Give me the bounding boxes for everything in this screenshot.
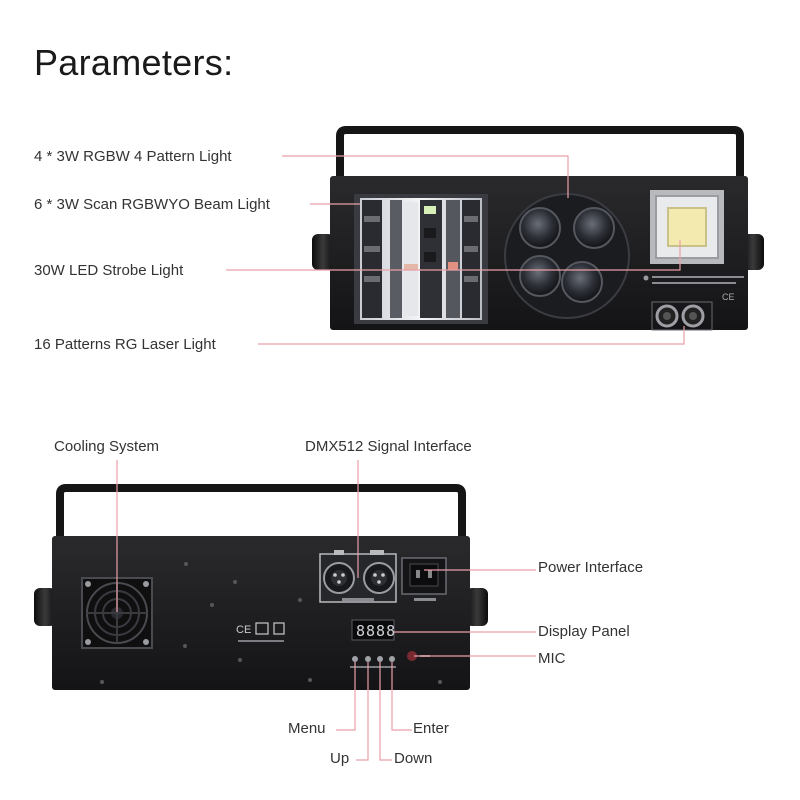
up-button — [365, 656, 371, 662]
ce-mark-back: CE — [236, 624, 251, 636]
front-leader-lines — [226, 155, 685, 345]
label-down: Down — [394, 750, 433, 767]
power-socket — [401, 557, 447, 601]
strobe-light-panel: CE — [643, 190, 744, 302]
label-display-panel: Display Panel — [538, 623, 630, 640]
leader-laser-light — [258, 326, 685, 345]
label-laser-light: 16 Patterns RG Laser Light — [34, 336, 216, 353]
back-screws — [100, 562, 442, 684]
front-handle — [336, 126, 744, 176]
menu-button — [352, 656, 358, 662]
front-view-fixture: CE — [312, 126, 764, 331]
label-dmx-interface: DMX512 Signal Interface — [305, 438, 472, 455]
label-pattern-light: 4 * 3W RGBW 4 Pattern Light — [34, 148, 232, 165]
display-readout: 8888 — [356, 622, 396, 640]
label-menu: Menu — [288, 720, 326, 737]
label-strobe-light: 30W LED Strobe Light — [34, 262, 184, 279]
front-knob-left — [312, 234, 334, 270]
leader-pattern-light — [282, 155, 569, 198]
label-enter: Enter — [413, 720, 449, 737]
pattern-light-panel — [504, 193, 630, 319]
label-beam-light: 6 * 3W Scan RGBWYO Beam Light — [34, 196, 270, 213]
back-knob-left — [34, 588, 56, 626]
mic-hole — [407, 651, 417, 661]
label-cooling-system: Cooling System — [54, 438, 160, 455]
down-button — [377, 656, 383, 662]
beam-light-panel — [354, 194, 488, 324]
back-view-fixture: CE — [34, 484, 488, 690]
leader-strobe-light — [226, 240, 681, 271]
leader-down — [379, 662, 392, 761]
back-knob-right — [466, 588, 488, 626]
back-handle — [56, 484, 466, 538]
leader-menu — [336, 662, 356, 731]
cooling-fan — [81, 577, 153, 649]
certification-marks: CE — [236, 622, 285, 642]
label-power-interface: Power Interface — [538, 559, 644, 576]
leader-up — [356, 662, 369, 761]
back-leader-lines — [116, 460, 536, 761]
label-up: Up — [330, 750, 350, 767]
display-panel: 8888 — [351, 619, 396, 641]
laser-light-panel — [651, 301, 713, 331]
enter-button — [389, 656, 395, 662]
page-title: Parameters: — [34, 42, 234, 83]
leader-enter — [391, 662, 412, 731]
label-mic: MIC — [538, 650, 566, 667]
ce-mark-front: CE — [722, 292, 735, 302]
